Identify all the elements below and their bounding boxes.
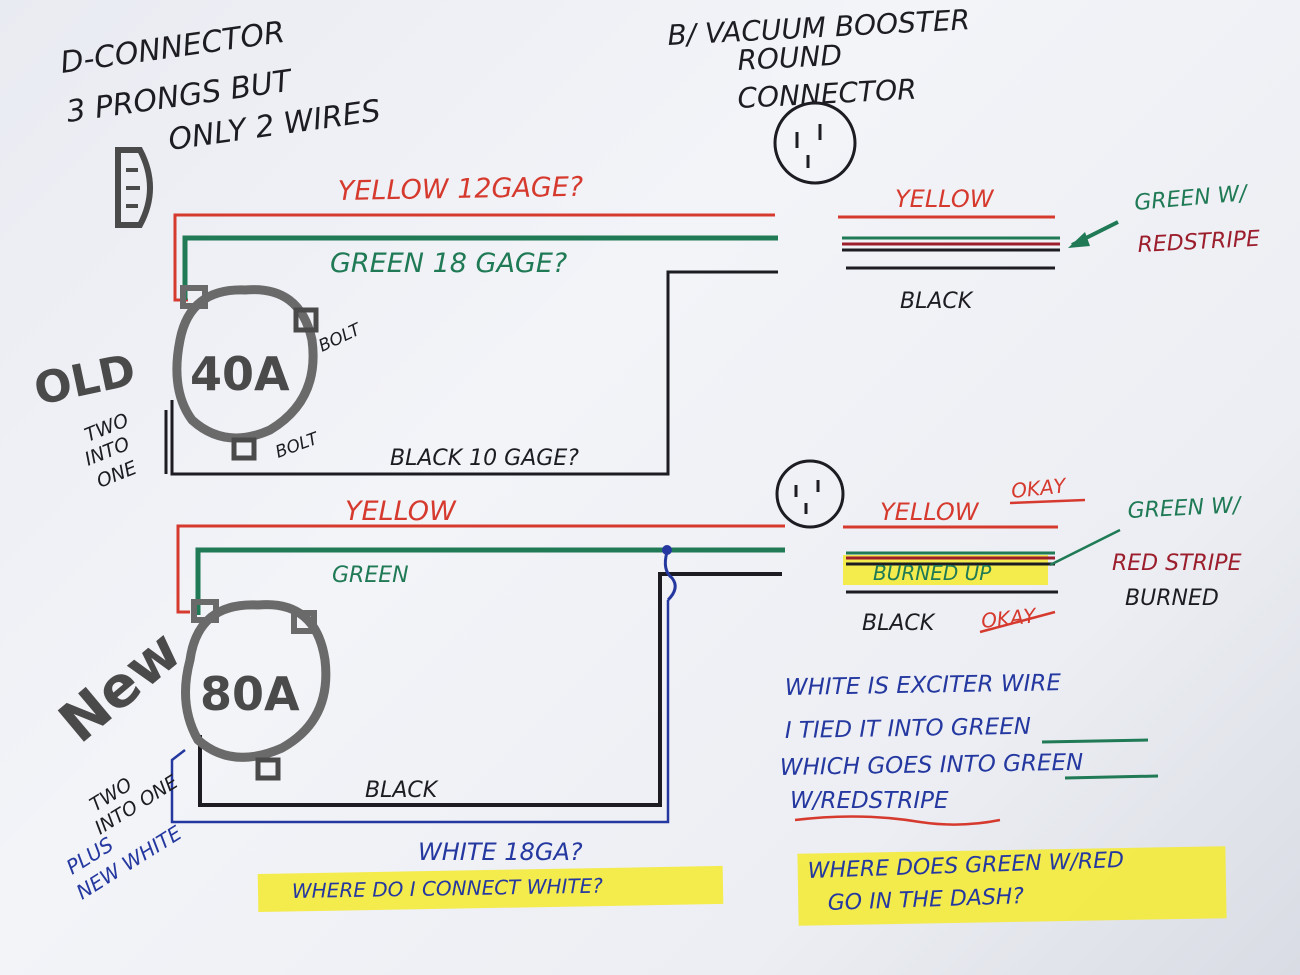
- old-green-wire-label: GREEN 18 GAGE?: [330, 248, 567, 279]
- new-white-wire-label: WHITE 18GA?: [418, 838, 583, 866]
- new-green-stripe-note-1: GREEN W/: [1127, 493, 1243, 524]
- old-right-black-label: BLACK: [900, 289, 974, 314]
- highlight-burned: [843, 555, 1048, 585]
- highlight-white-question: [257, 865, 724, 913]
- old-wiring: [164, 213, 1119, 476]
- new-green-stripe-note-2: RED STRIPE: [1112, 551, 1242, 576]
- new-alternator-icon: [181, 599, 331, 781]
- new-wiring: [170, 498, 1121, 824]
- old-label: OLD: [30, 345, 140, 416]
- explanation-line-3: WHICH GOES INTO GREEN: [780, 750, 1084, 781]
- white-question: WHERE DO I CONNECT WHITE?: [292, 874, 604, 903]
- old-alternator-rating: 40A: [190, 347, 290, 401]
- new-right-black-label: BLACK: [862, 611, 936, 636]
- round-connector-line-3: CONNECTOR: [737, 73, 918, 115]
- round-connector-icon-bottom: [775, 459, 845, 529]
- d-connector-icon: [115, 147, 153, 228]
- old-right-yellow-label: YELLOW: [895, 185, 995, 213]
- round-connector-icon-top: [773, 101, 857, 185]
- new-green-stripe-note-3: BURNED: [1125, 586, 1219, 611]
- explanation-line-2: I TIED IT INTO GREEN: [785, 714, 1032, 744]
- old-alternator-icon: [172, 285, 319, 461]
- old-black-wire-label: BLACK 10 GAGE?: [390, 446, 579, 471]
- new-alternator-rating: 80A: [200, 667, 300, 721]
- new-black-wire-label: BLACK: [365, 778, 439, 803]
- old-bolt-top-label: BOLT: [316, 319, 366, 356]
- round-connector-line-2: ROUND: [737, 39, 843, 77]
- old-yellow-wire-label: YELLOW 12GAGE?: [338, 172, 584, 207]
- new-right-yellow-label: YELLOW: [880, 498, 980, 526]
- new-burned-up-label: BURNED UP: [873, 561, 992, 585]
- new-label: New: [47, 618, 193, 756]
- old-bolt-bottom-label: BOLT: [273, 428, 322, 462]
- highlight-dash-question: [797, 846, 1227, 926]
- old-green-stripe-note-1: GREEN W/: [1133, 181, 1250, 216]
- new-green-wire-label: GREEN: [332, 563, 409, 588]
- new-right-yellow-status: OKAY: [1010, 473, 1069, 503]
- new-yellow-wire-label: YELLOW: [345, 496, 457, 527]
- explanation-line-1: WHITE IS EXCITER WIRE: [785, 670, 1062, 701]
- new-right-black-status: OKAY: [980, 603, 1039, 633]
- old-green-stripe-note-2: REDSTRIPE: [1137, 227, 1261, 258]
- explanation-line-4: W/REDSTRIPE: [790, 788, 949, 814]
